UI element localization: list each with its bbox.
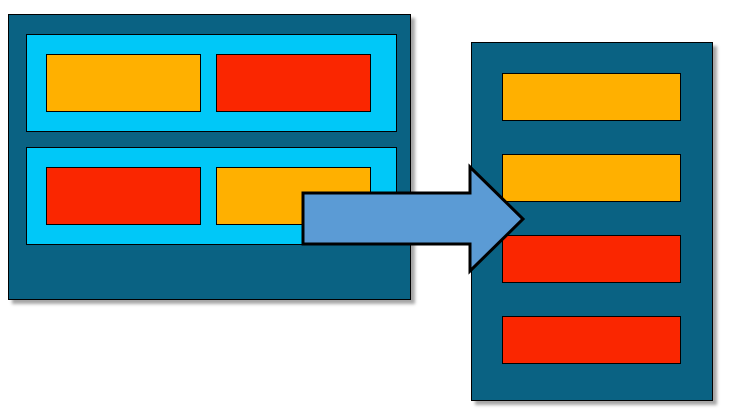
stacked-block-1 bbox=[502, 73, 681, 121]
row-2-block-1 bbox=[46, 167, 201, 225]
stacked-block-2 bbox=[502, 154, 681, 202]
source-row-1 bbox=[26, 34, 397, 132]
stacked-block-4 bbox=[502, 316, 681, 364]
right-arrow-icon bbox=[301, 163, 526, 275]
row-1-block-2 bbox=[216, 54, 371, 112]
row-1-block-1 bbox=[46, 54, 201, 112]
stacked-block-3 bbox=[502, 235, 681, 283]
source-container bbox=[8, 14, 411, 300]
arrow-shape bbox=[301, 163, 526, 275]
